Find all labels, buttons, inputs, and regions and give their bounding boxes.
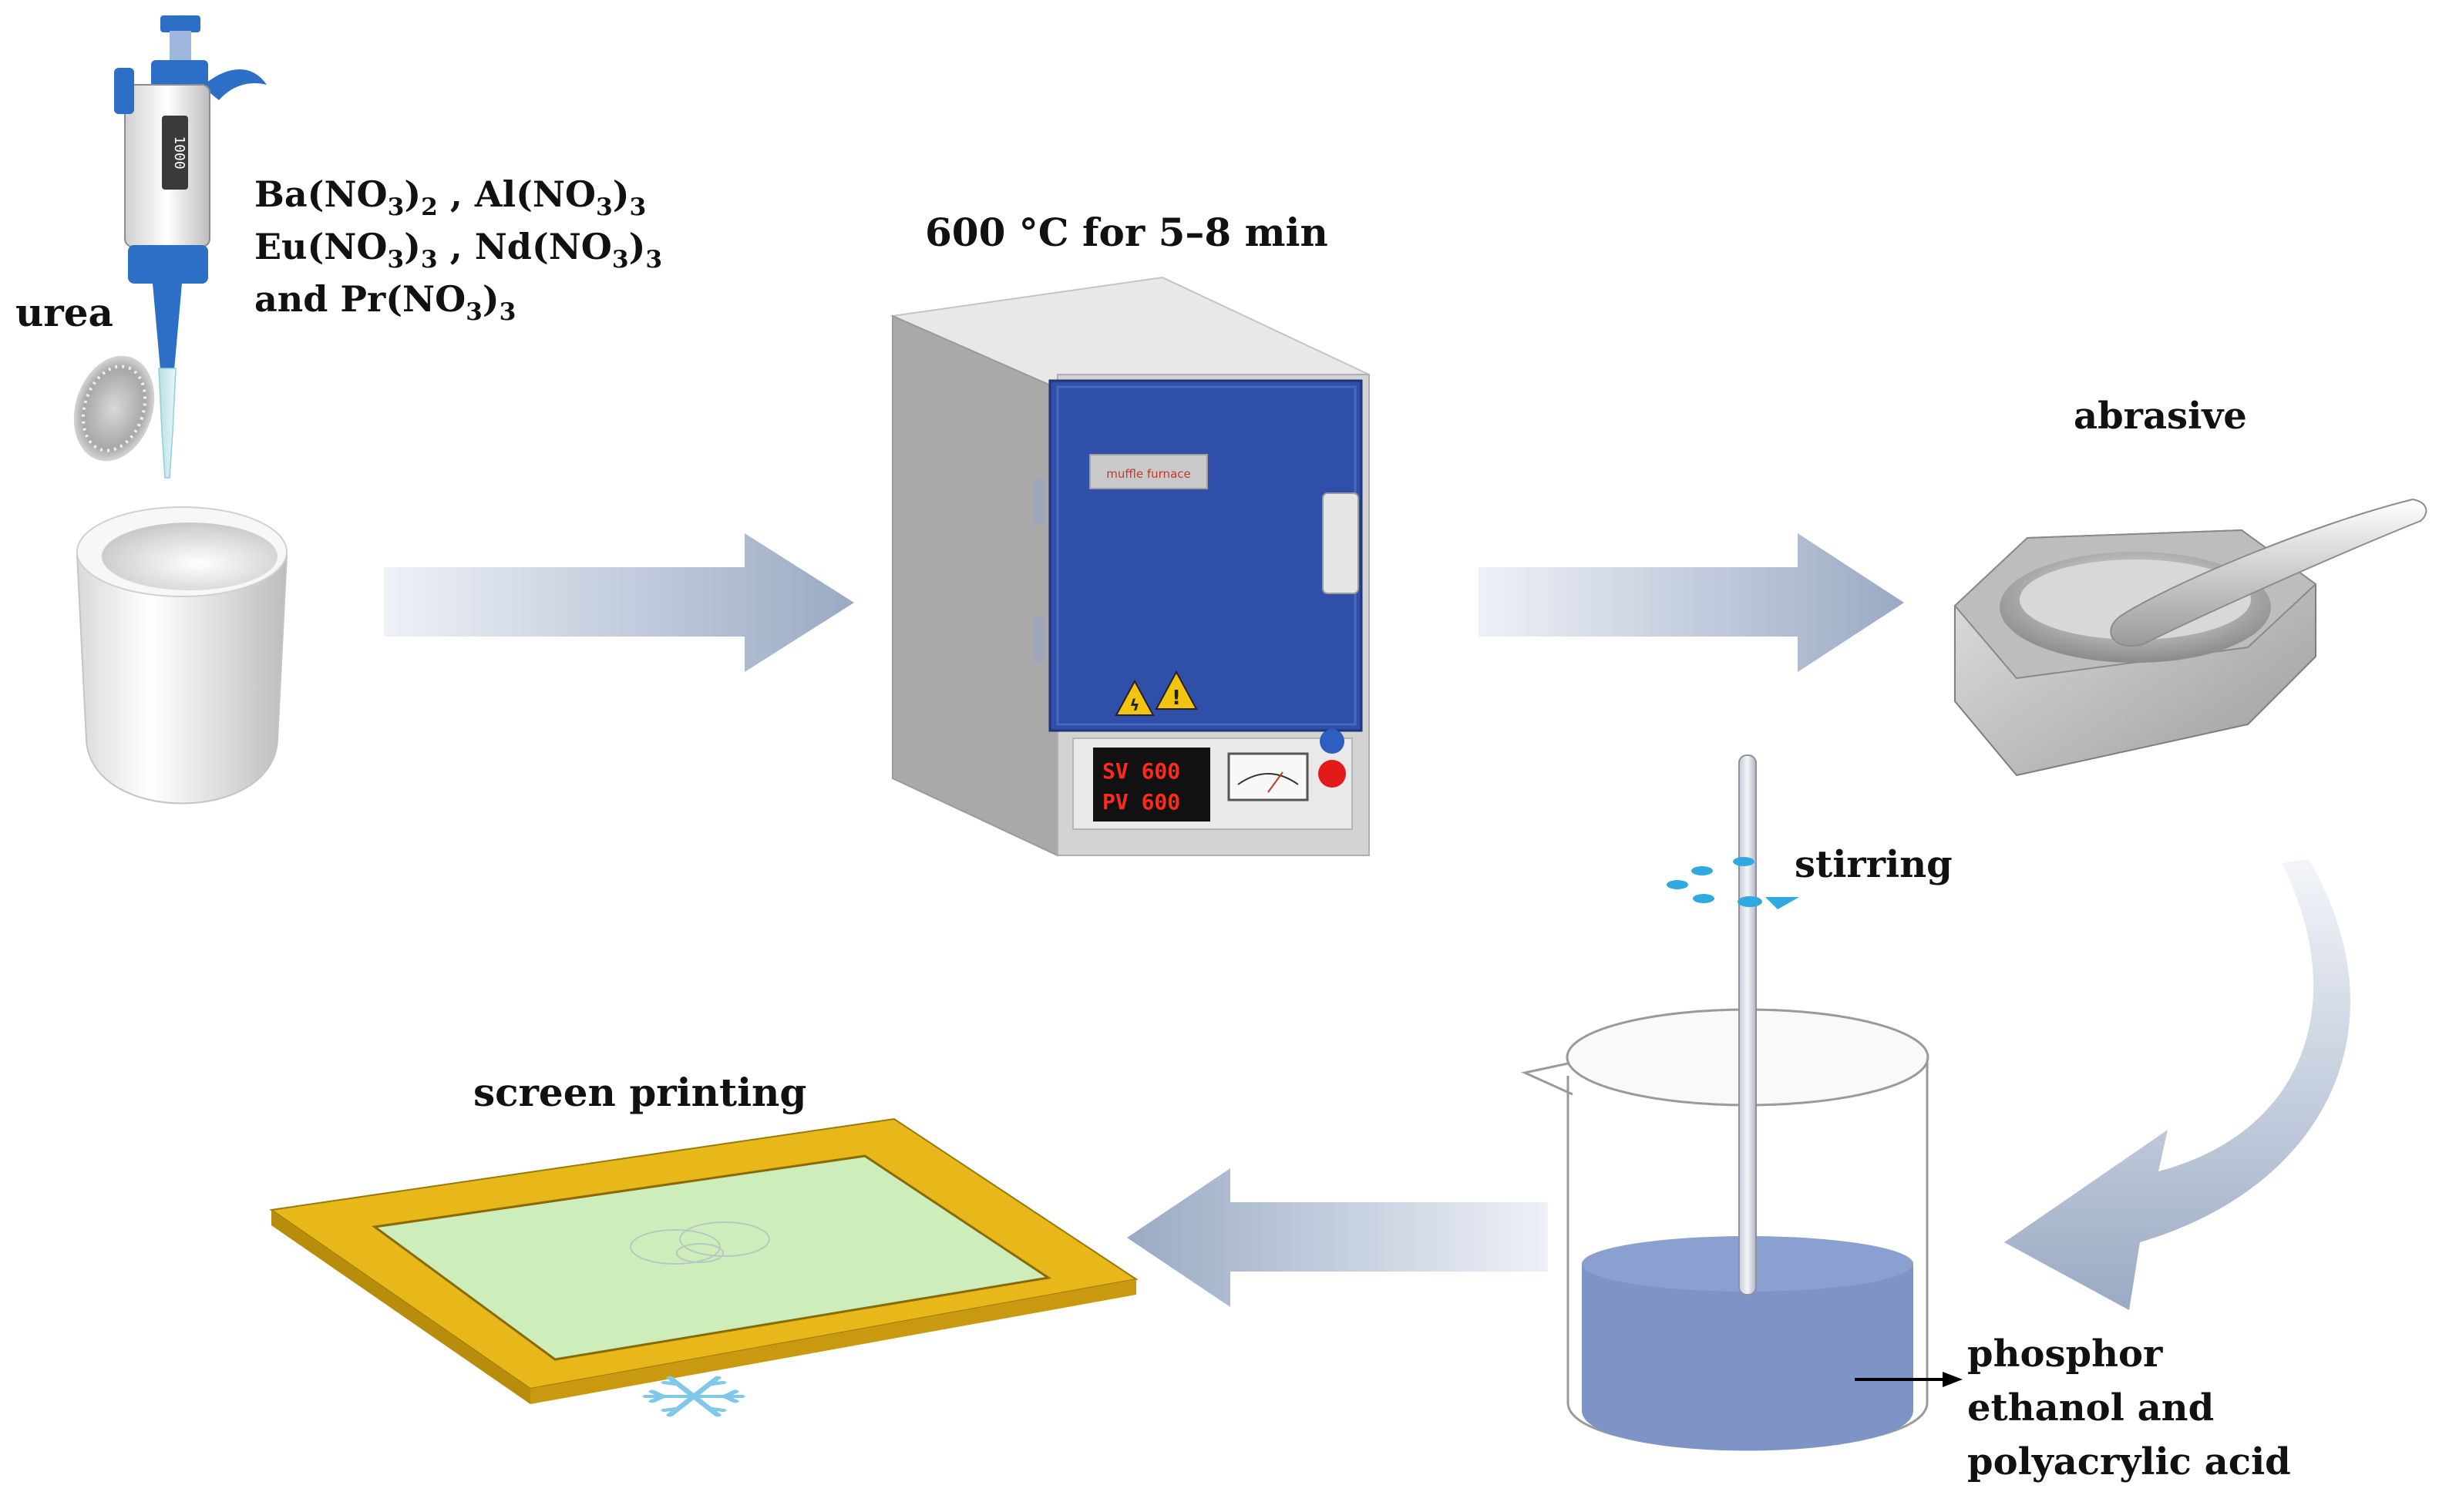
pipette-icon: 1000	[114, 15, 267, 479]
sv-readout: SV 600	[1102, 758, 1180, 784]
warning-icon: !	[1155, 670, 1198, 710]
pipette-volume-display: 1000	[171, 136, 187, 169]
power-button-icon	[1318, 760, 1346, 788]
temperature-display	[1093, 748, 1210, 822]
contents-pointer-arrow	[1855, 1372, 1963, 1387]
stirring-droplets-icon	[1667, 857, 1799, 909]
urea-label: urea	[15, 290, 113, 335]
nitrate-line: and Pr(NO3)3	[254, 278, 516, 326]
abrasive-label: abrasive	[2074, 395, 2247, 438]
furnace-nameplate: muffle furnace	[1106, 467, 1190, 481]
mortar-pestle-icon	[1953, 498, 2427, 777]
furnace-condition-label: 600 °C for 5–8 min	[925, 210, 1328, 255]
urea-tablet-icon	[73, 355, 155, 462]
contents-line-phosphor: phosphor	[1967, 1332, 2163, 1376]
screen-printing-label: screen printing	[473, 1070, 807, 1115]
nitrate-line: Ba(NO3)2 , Al(NO3)3	[254, 173, 647, 221]
contents-line-ethanol: ethanol and	[1967, 1386, 2215, 1430]
nitrate-line: Eu(NO3)3 , Nd(NO3)3	[254, 226, 663, 274]
warning-icon: ϟ	[1115, 679, 1155, 716]
stirring-label: stirring	[1795, 843, 1953, 886]
pattern-outline-icon	[630, 1221, 770, 1265]
snowflake-icon	[642, 1376, 745, 1417]
stirring-rod	[1738, 754, 1757, 1295]
arrow-to-furnace	[384, 533, 854, 672]
svg-text:!: !	[1172, 687, 1181, 710]
nitrate-reagents-label: Ba(NO3)2 , Al(NO3)3 Eu(NO3)3 , Nd(NO3)3 …	[254, 168, 662, 325]
crucible-icon	[76, 506, 288, 805]
control-button-icon	[1320, 729, 1344, 754]
arrow-to-mortar	[1479, 533, 1904, 672]
contents-line-paa: polyacrylic acid	[1967, 1440, 2291, 1483]
pv-readout: PV 600	[1102, 789, 1180, 815]
beaker-liquid	[1582, 1241, 1913, 1451]
beaker-contents-label: phosphor ethanol and polyacrylic acid	[1967, 1327, 2291, 1489]
beaker-icon	[1521, 754, 1929, 1451]
svg-text:ϟ: ϟ	[1129, 696, 1139, 714]
screen-printing-frame-icon	[269, 1117, 1139, 1404]
gauge-icon	[1227, 752, 1309, 801]
arrow-curved-to-beaker	[2004, 859, 2350, 1310]
arrow-to-screen	[1127, 1168, 1548, 1307]
muffle-furnace-icon: muffle furnace ϟ ! SV 600 PV 600	[890, 276, 1370, 857]
